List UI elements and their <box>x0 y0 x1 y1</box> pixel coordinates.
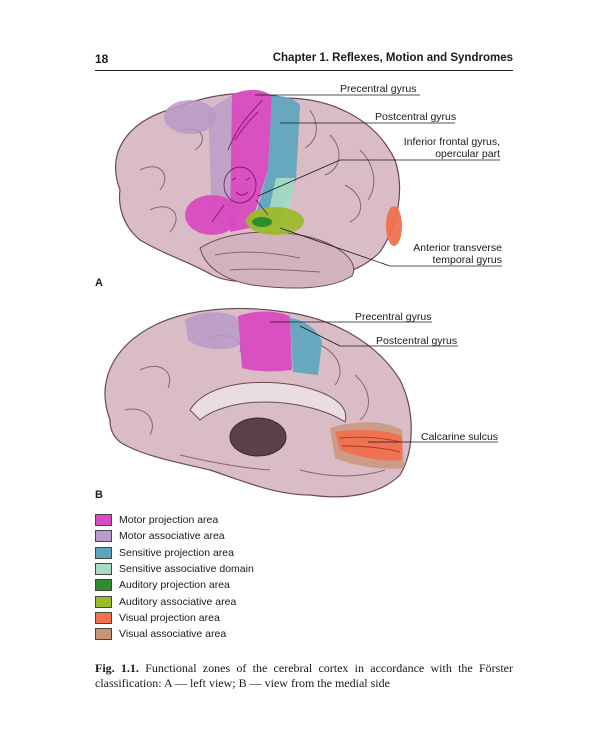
panel-label-b: B <box>95 489 103 501</box>
legend-label: Sensitive associative domain <box>119 563 254 576</box>
callout-inferior-frontal-line2: opercular part <box>435 148 500 160</box>
motor-projection-face-a <box>185 195 239 235</box>
legend-swatch <box>95 514 112 527</box>
legend-swatch <box>95 628 112 641</box>
visual-projection-area-a <box>386 206 402 246</box>
legend-item: Motor associative area <box>95 528 254 544</box>
legend-swatch <box>95 563 112 576</box>
chapter-title: Chapter 1. Reflexes, Motion and Syndrome… <box>272 52 513 64</box>
legend-swatch <box>95 595 112 608</box>
legend-swatch <box>95 611 112 624</box>
legend-item: Motor projection area <box>95 512 254 528</box>
calcarine-lines <box>339 436 401 453</box>
legend-label: Auditory projection area <box>119 579 230 592</box>
callout-inferior-frontal-line1: Inferior frontal gyrus, <box>404 136 500 148</box>
legend-item: Auditory projection area <box>95 577 254 593</box>
motor-projection-area-b <box>238 311 292 372</box>
legend-swatch <box>95 530 112 543</box>
legend-item: Sensitive associative domain <box>95 561 254 577</box>
legend: Motor projection area Motor associative … <box>95 512 254 642</box>
legend-item: Auditory associative area <box>95 593 254 609</box>
callout-anterior-transverse-line2: temporal gyrus <box>433 254 502 266</box>
sensitive-associative-domain-a <box>268 178 295 215</box>
callout-calcarine: Calcarine sulcus <box>421 431 498 443</box>
legend-label: Sensitive projection area <box>119 546 234 559</box>
callout-precentral-b: Precentral gyrus <box>355 311 431 323</box>
legend-swatch <box>95 579 112 592</box>
legend-label: Motor projection area <box>119 514 219 527</box>
corpus-callosum <box>189 381 347 423</box>
brain-lateral-view: Precentral gyrus Postcentral gyrus Infer… <box>95 83 502 289</box>
legend-item: Visual projection area <box>95 610 254 626</box>
page-number: 18 <box>95 52 109 66</box>
legend-swatch <box>95 546 112 559</box>
callout-precentral-a: Precentral gyrus <box>340 83 416 95</box>
brain-lateral-gyri <box>139 109 375 273</box>
page-header: 18 Chapter 1. Reflexes, Motion and Syndr… <box>95 52 513 71</box>
panel-label-a: A <box>95 277 103 289</box>
callout-postcentral-b: Postcentral gyrus <box>376 335 457 347</box>
motor-associative-area-a2 <box>208 95 236 220</box>
brain-medial-view: Precentral gyrus Postcentral gyrus Calca… <box>95 307 498 501</box>
sensitive-projection-area-b <box>290 318 322 375</box>
motor-associative-area-a <box>164 100 216 134</box>
homunculus-a <box>211 99 269 223</box>
brain-figure: Precentral gyrus Postcentral gyrus Infer… <box>95 83 502 501</box>
diencephalon-cut <box>229 417 287 457</box>
figure-caption-label: Fig. 1.1. <box>95 661 139 675</box>
callout-postcentral-a: Postcentral gyrus <box>375 111 456 123</box>
callout-lines-b <box>270 321 498 443</box>
auditory-projection-area-a <box>252 217 272 227</box>
figure-caption-text: Functional zones of the cerebral cortex … <box>95 661 514 690</box>
legend-item: Visual associative area <box>95 626 254 642</box>
legend-label: Visual projection area <box>119 611 220 624</box>
legend-item: Sensitive projection area <box>95 545 254 561</box>
legend-label: Auditory associative area <box>119 595 237 608</box>
callout-anterior-transverse-line1: Anterior transverse <box>413 242 502 254</box>
legend-label: Motor associative area <box>119 530 225 543</box>
auditory-associative-area-a <box>246 207 304 235</box>
callout-lines-a <box>255 94 502 267</box>
motor-associative-area-b <box>185 312 240 350</box>
figure-caption: Fig. 1.1. Functional zones of the cerebr… <box>95 661 513 691</box>
legend-label: Visual associative area <box>119 628 227 641</box>
